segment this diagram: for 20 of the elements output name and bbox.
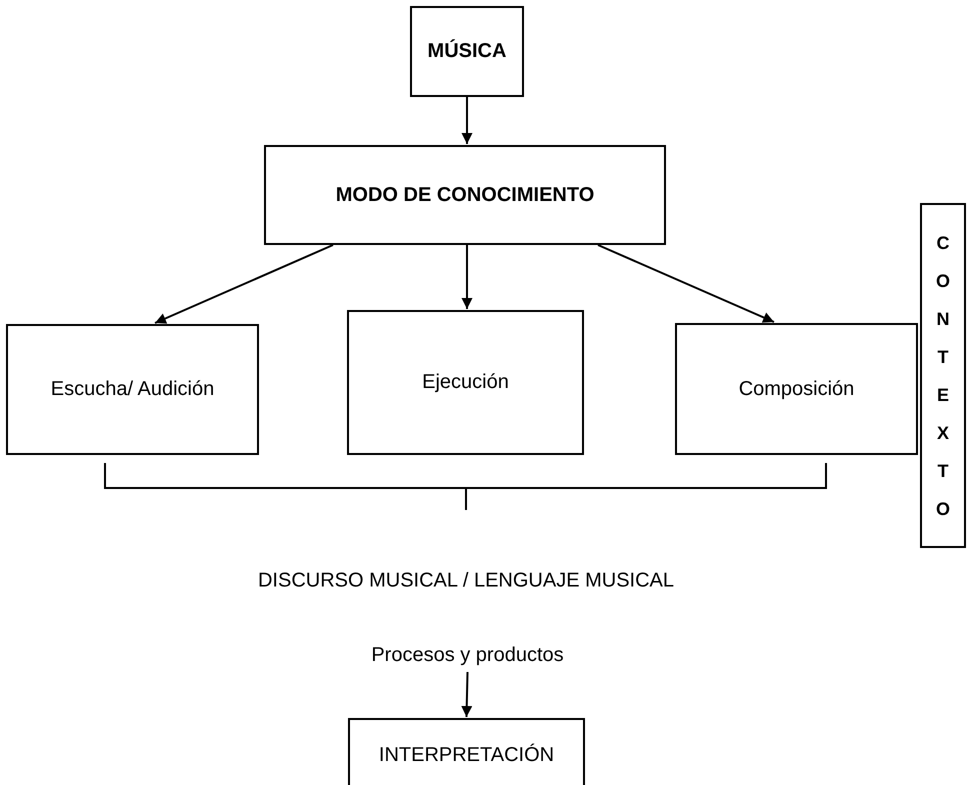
node-label: MODO DE CONOCIMIENTO (336, 184, 594, 206)
arrow (461, 672, 472, 718)
concept-box (264, 145, 666, 245)
arrow (598, 244, 774, 323)
node-label: Escucha/ Audición (50, 378, 214, 401)
node-label: Composición (738, 378, 854, 400)
arrow (462, 97, 472, 144)
node-label: Procesos y productos (371, 644, 564, 666)
caption-text: DISCURSO MUSICAL / LENGUAJE MUSICAL (258, 570, 674, 592)
arrow (462, 245, 472, 309)
node-label: Ejecución (422, 371, 509, 394)
node-label: INTERPRETACIÓN (378, 744, 554, 767)
vertical-label: CONTEXTO (934, 232, 951, 520)
arrow (154, 244, 334, 324)
process-box (347, 310, 584, 455)
node-label: MÚSICA (428, 40, 506, 63)
process-box (675, 323, 918, 455)
concept-box (410, 6, 524, 97)
process-box (6, 324, 259, 455)
context-box (920, 203, 966, 548)
